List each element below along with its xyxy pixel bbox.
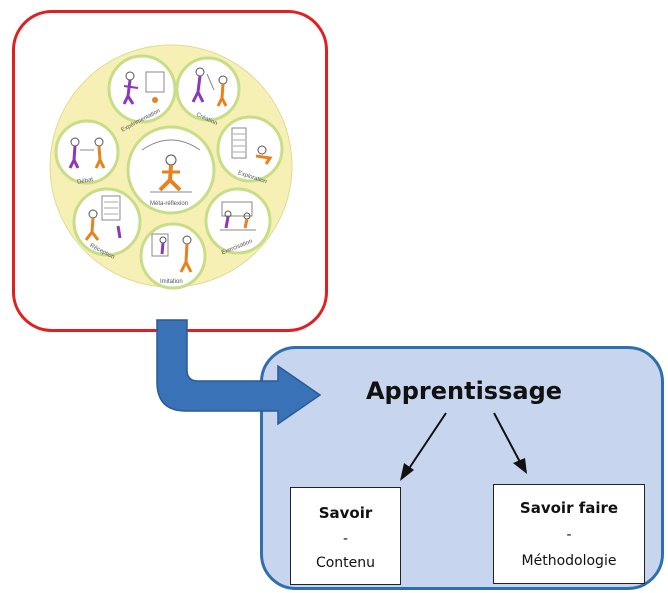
savoir-box: Savoir - Contenu xyxy=(290,487,401,585)
savoir-faire-box: Savoir faire - Méthodologie xyxy=(493,484,645,584)
savoir-faire-desc: Méthodologie xyxy=(521,553,617,569)
apprentissage-title: Apprentissage xyxy=(365,377,563,405)
savoir-name: Savoir xyxy=(318,504,373,522)
savoir-faire-name: Savoir faire xyxy=(519,499,619,517)
savoir-faire-dash: - xyxy=(566,527,572,543)
savoir-desc: Contenu xyxy=(315,555,376,571)
learning-modes-frame xyxy=(12,10,328,332)
savoir-dash: - xyxy=(342,531,349,547)
